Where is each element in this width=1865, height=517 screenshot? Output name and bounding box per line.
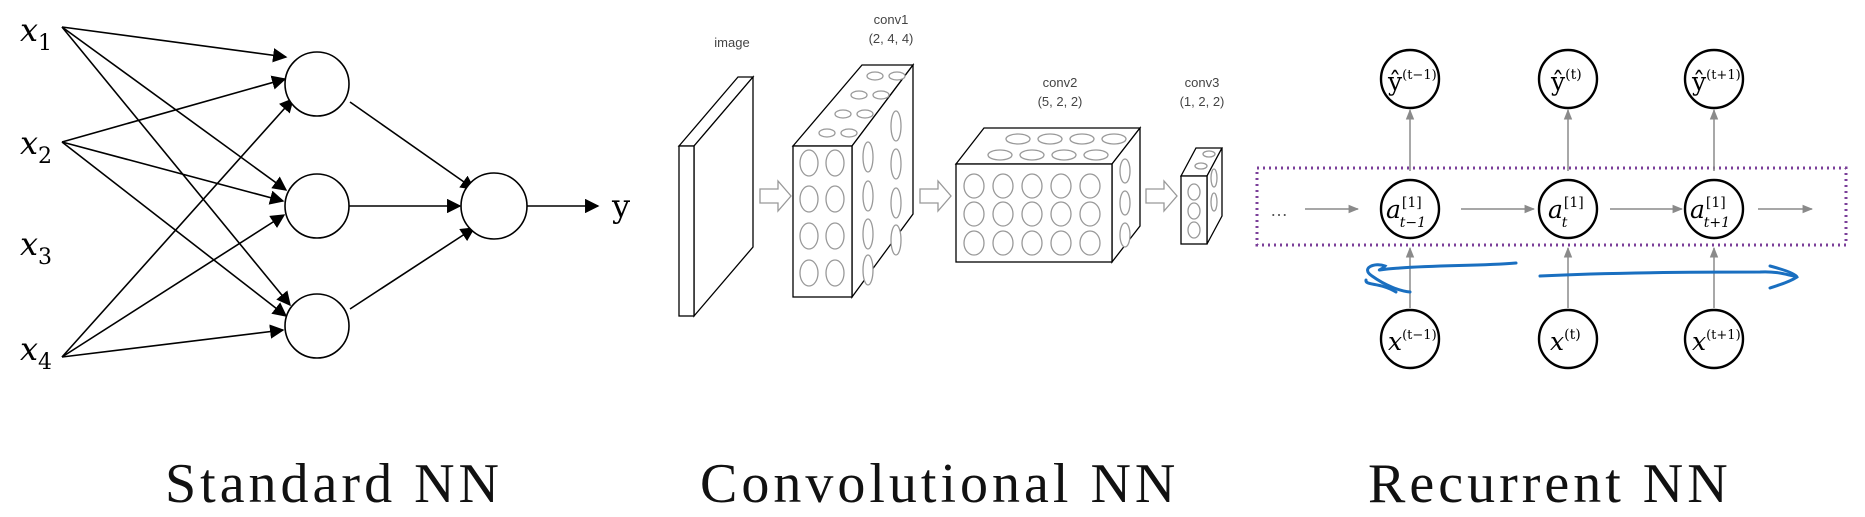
input-x3: x3 (20, 225, 52, 270)
convolutional-nn-caption: Convolutional NN (700, 453, 1180, 515)
input-x2: x2 (20, 124, 52, 169)
conv1-name-label: conv1 (874, 12, 909, 27)
output-node-t-minus-1 (1379, 48, 1441, 110)
y-hat-t-label: ŷ(t) (1550, 67, 1582, 96)
x-t-plus-1-label: x(t+1) (1692, 327, 1741, 356)
conv1-block (791, 63, 915, 299)
unrolled-layer-box (1255, 166, 1848, 247)
a-t-label: a[1]t (1548, 195, 1584, 231)
standard-nn-caption: Standard NN (165, 453, 503, 515)
input-image-slab (677, 75, 755, 318)
recurrent-nn-panel: ŷ(t−1) ŷ(t) ŷ(t+1) a[1]t−1 a[1]t a[1]t+1… (1255, 48, 1848, 370)
hidden-node-t-plus-1 (1683, 178, 1745, 240)
output-neuron (460, 172, 528, 240)
input-node-t (1537, 308, 1599, 370)
input-x1: x1 (20, 11, 52, 56)
a-t-plus-1-label: a[1]t+1 (1690, 195, 1730, 231)
output-node-t-plus-1 (1683, 48, 1745, 110)
conv2-block (954, 126, 1142, 264)
standard-nn-panel: x1 x2 x3 x4 y (20, 11, 630, 375)
flow-arrow-3 (1145, 179, 1178, 213)
y-hat-t-plus-1-label: ŷ(t+1) (1691, 67, 1741, 96)
output-node-t (1537, 48, 1599, 110)
output-y-label: y (611, 187, 630, 225)
hidden-node-t (1537, 178, 1599, 240)
conv3-name-label: conv3 (1185, 75, 1220, 90)
flow-arrow-2 (919, 179, 952, 213)
flow-arrow-1 (759, 179, 792, 213)
handwritten-bidirectional-annotation (1364, 261, 1799, 294)
input-node-t-minus-1 (1379, 308, 1441, 370)
hidden-neuron-3 (284, 293, 350, 359)
standard-nn-edges (61, 26, 600, 358)
a-t-minus-1-label: a[1]t−1 (1386, 195, 1426, 231)
hidden-node-t-minus-1 (1379, 178, 1441, 240)
hidden-neuron-1 (284, 51, 350, 117)
input-x4: x4 (20, 330, 52, 375)
x-t-minus-1-label: x(t−1) (1388, 327, 1437, 356)
conv2-name-label: conv2 (1043, 75, 1078, 90)
image-label: image (714, 35, 749, 50)
recurrent-edges (1305, 108, 1814, 308)
left-arrow-stroke (1366, 261, 1518, 294)
y-hat-t-minus-1-label: ŷ(t−1) (1387, 67, 1437, 96)
convolutional-nn-panel: image conv1 (2, 4, 4) conv2 (5, 2, 2) co… (677, 12, 1225, 318)
hidden-neuron-2 (284, 173, 350, 239)
conv3-block (1179, 147, 1224, 245)
right-arrow-stroke (1538, 270, 1797, 278)
x-t-label: x(t) (1550, 327, 1581, 356)
right-arrowhead-stroke (1768, 264, 1799, 290)
input-node-t-plus-1 (1683, 308, 1745, 370)
left-arrow-stroke-2 (1364, 278, 1398, 294)
sequence-ellipsis: … (1270, 200, 1288, 220)
conv1-shape-label: (2, 4, 4) (869, 31, 914, 46)
recurrent-nn-caption: Recurrent NN (1368, 453, 1732, 515)
conv3-shape-label: (1, 2, 2) (1180, 94, 1225, 109)
conv2-shape-label: (5, 2, 2) (1038, 94, 1083, 109)
